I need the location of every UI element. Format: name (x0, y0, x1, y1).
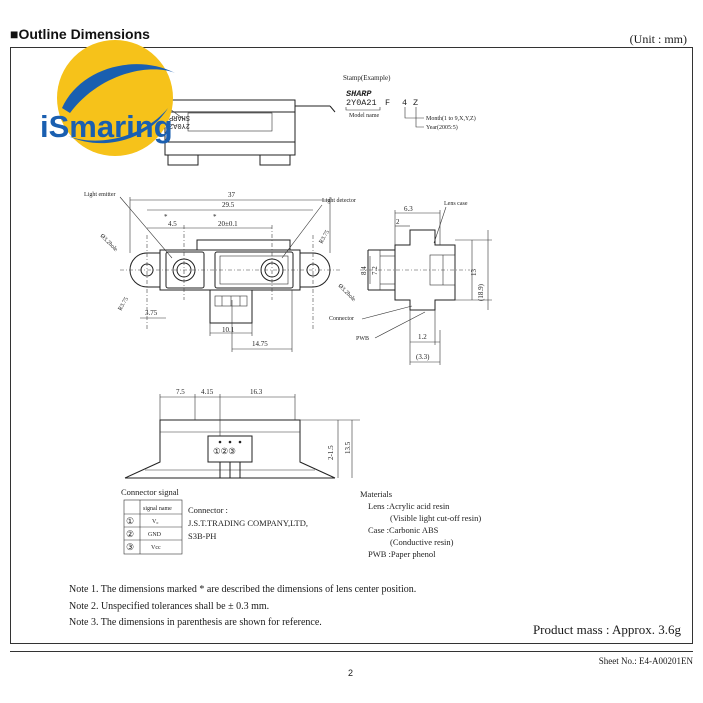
dim-29-5: 29.5 (222, 201, 235, 209)
dim-13-5: 13.5 (344, 441, 352, 454)
stamp-example: Stamp(Example) SHARP 2Y0A21 F 4 Z Model … (343, 74, 476, 131)
dim-16-3: 16.3 (250, 388, 263, 396)
signal-row-1-num: ① (126, 516, 134, 526)
pin-numbers: ①②③ (213, 446, 236, 456)
light-emitter-label: Light emitter (84, 192, 116, 198)
page-heading: ■Outline Dimensions (10, 26, 150, 42)
dim-6-3: 6.3 (404, 205, 413, 213)
logo-swoosh-top (62, 64, 175, 113)
stamp-year-letter: Z (413, 98, 418, 108)
connector-signal: Connector signal signal name ① V₀ ② GND … (121, 487, 308, 555)
material-line-4: (Conductive resin) (390, 537, 454, 547)
signal-row-3-name: Vcc (151, 545, 161, 551)
footer-rule (10, 651, 693, 652)
signal-row-2-name: GND (148, 532, 162, 538)
connector-maker: J.S.T.TRADING COMPANY,LTD, (188, 518, 308, 528)
r-right-label: R3.75 (319, 229, 331, 245)
material-line-1: Lens :Acrylic acid resin (368, 501, 450, 511)
inverted-stamp-line2: SHARP (169, 113, 190, 121)
stamp-suffix: F (385, 98, 390, 108)
hole-left-label: Ø3.2hole (99, 233, 119, 253)
signal-header: signal name (143, 506, 172, 512)
r-left-label: R3.75 (118, 296, 130, 312)
light-detector-label: Light detector (322, 198, 356, 204)
dim-4-5: 4.5 (168, 220, 177, 228)
dim-2: 2 (396, 218, 400, 226)
dim-2-1-5: 2-1.5 (327, 445, 335, 460)
unit-label: (Unit : mm) (629, 32, 687, 46)
dim-4-15: 4.15 (201, 388, 214, 396)
stamp-model-code: 2Y0A21 (346, 98, 377, 108)
connector-part: S3B-PH (188, 531, 216, 541)
signal-row-3-num: ③ (126, 542, 134, 552)
dim-20: 20±0.1 (218, 220, 238, 228)
note-3: Note 3. The dimensions in parenthesis ar… (69, 617, 322, 628)
logo-text: iSmaring (40, 109, 173, 144)
product-mass: Product mass : Approx. 3.6g (532, 622, 681, 637)
dim-3-75: 3.75 (145, 309, 158, 317)
signal-row-2-num: ② (126, 529, 134, 539)
connector-signal-title: Connector signal (121, 487, 179, 497)
front-view: ①②③ 7.5 4.15 16.3 2-1.5 13.5 (124, 388, 360, 479)
logo-swoosh-bottom (68, 108, 168, 144)
dim-14-75: 14.75 (252, 340, 268, 348)
dim-37: 37 (228, 191, 236, 199)
materials: Materials Lens :Acrylic acid resin (Visi… (360, 489, 481, 559)
top-view: 37 29.5 * 4.5 * 20±0.1 Light emitter Lig… (84, 191, 357, 352)
dim-10-1: 10.1 (222, 326, 235, 334)
dim-18-9: (18.9) (477, 283, 485, 301)
lens-case-label: Lens case (444, 201, 468, 207)
connector-label-text: Connector : (188, 505, 228, 515)
page-number: 2 (348, 668, 354, 678)
dim-1-2: 1.2 (418, 333, 427, 341)
sheet-number: Sheet No.: E4-A00201EN (598, 656, 693, 666)
pwb-label: PWB (356, 336, 369, 342)
dim-13: 13 (470, 269, 478, 277)
material-line-5: PWB :Paper phenol (368, 549, 436, 559)
materials-title: Materials (360, 489, 392, 499)
note-2: Note 2. Unspecified tolerances shall be … (69, 601, 270, 612)
stamp-brand: SHARP (346, 89, 372, 99)
side-view: 6.3 2 8.4 7.2 13 (18.9) Lens case Connec… (329, 201, 492, 365)
connector-label: Connector (329, 316, 354, 322)
stamp-month-digit: 4 (402, 98, 407, 108)
dim-asterisk-2: * (213, 213, 217, 221)
stamp-model-name-label: Model name (349, 113, 379, 119)
drawing-frame (10, 47, 693, 644)
dim-7-5: 7.5 (176, 388, 185, 396)
hole-right-label: Ø3.2hole (337, 283, 357, 303)
dim-3-3: (3.3) (416, 353, 430, 361)
dim-8-4: 8.4 (360, 266, 368, 275)
signal-row-1-name: V₀ (152, 519, 158, 525)
inverted-stamp-line1: 2Y0A21 F 4Z (144, 121, 190, 129)
dim-7-2: 7.2 (371, 266, 379, 275)
stamp-title: Stamp(Example) (343, 74, 391, 82)
material-line-2: (Visible light cut-off resin) (390, 513, 481, 523)
dim-asterisk-1: * (164, 213, 168, 221)
note-1: Note 1. The dimensions marked * are desc… (69, 584, 417, 595)
stamp-year-label: Year(2005:5) (426, 124, 458, 131)
ismaring-logo: iSmaring (40, 40, 175, 156)
stamp-month-label: Month(1 to 9,X,Y,Z) (426, 115, 476, 122)
material-line-3: Case :Carbonic ABS (368, 525, 439, 535)
